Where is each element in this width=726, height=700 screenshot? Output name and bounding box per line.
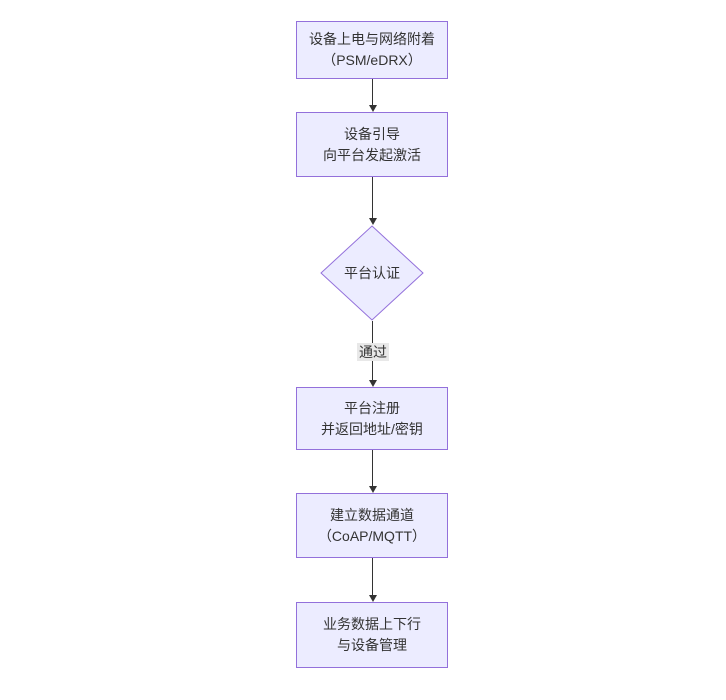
node-label-line: 与设备管理 (337, 637, 407, 653)
node-label-line: 建立数据通道 (330, 506, 414, 523)
arrowhead-icon (369, 218, 377, 225)
arrowhead-icon (369, 486, 377, 493)
arrow-line-1 (372, 79, 373, 106)
node-label-line: 平台注册 (344, 399, 400, 416)
arrowhead-icon (369, 105, 377, 112)
node-platform-register: 平台注册 并返回地址/密钥 (296, 387, 448, 450)
diamond-shape (320, 225, 424, 321)
edge-label-pass: 通过 (357, 343, 389, 361)
node-label-line: 向平台发起激活 (323, 146, 421, 163)
node-label-line: 并返回地址/密钥 (321, 420, 423, 437)
node-label-line: （CoAP/MQTT） (317, 527, 427, 544)
node-label-line: 平台认证 (344, 265, 400, 281)
node-label-line: 设备上电与网络附着 (309, 31, 435, 47)
node-label-line: 设备引导 (344, 125, 400, 142)
node-device-bootstrap: 设备引导 向平台发起激活 (296, 112, 448, 177)
node-data-channel: 建立数据通道 （CoAP/MQTT） (296, 493, 448, 558)
arrowhead-icon (369, 380, 377, 387)
arrow-line-2 (372, 177, 373, 219)
decision-platform-auth: 平台认证 (320, 225, 424, 321)
arrow-line-4 (372, 450, 373, 487)
node-power-on-network-attach: 设备上电与网络附着 （PSM/eDRX） (296, 21, 448, 79)
arrow-line-5 (372, 558, 373, 596)
node-label-line: 业务数据上下行 (323, 616, 421, 632)
node-label-line: （PSM/eDRX） (322, 52, 422, 68)
node-business-data-mgmt: 业务数据上下行 与设备管理 (296, 602, 448, 668)
arrowhead-icon (369, 595, 377, 602)
